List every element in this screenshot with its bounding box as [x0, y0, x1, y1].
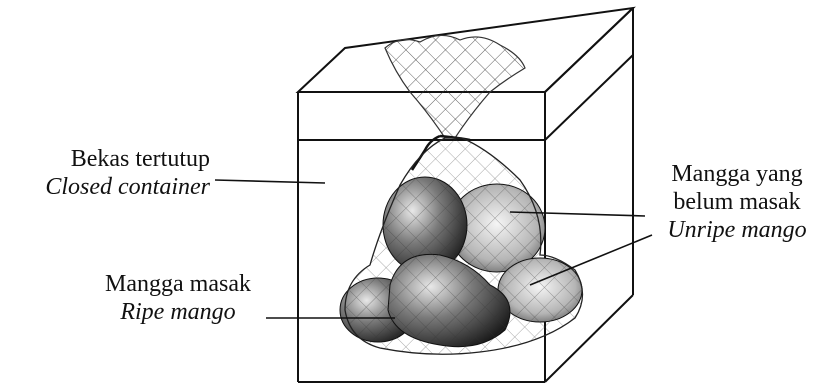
label-unripe-malay-line1: Mangga yang: [648, 160, 826, 188]
label-unripe-malay-line2: belum masak: [648, 188, 826, 216]
label-ripe-mango: Mangga masak Ripe mango: [80, 270, 276, 326]
label-container-malay: Bekas tertutup: [10, 145, 210, 173]
label-unripe-mango: Mangga yang belum masak Unripe mango: [648, 160, 826, 244]
label-ripe-malay: Mangga masak: [80, 270, 276, 298]
label-container-english: Closed container: [10, 173, 210, 201]
label-unripe-english: Unripe mango: [648, 216, 826, 244]
leader-container: [215, 180, 325, 183]
label-ripe-english: Ripe mango: [80, 298, 276, 326]
label-closed-container: Bekas tertutup Closed container: [10, 145, 210, 201]
net-bag-body: [345, 138, 583, 354]
